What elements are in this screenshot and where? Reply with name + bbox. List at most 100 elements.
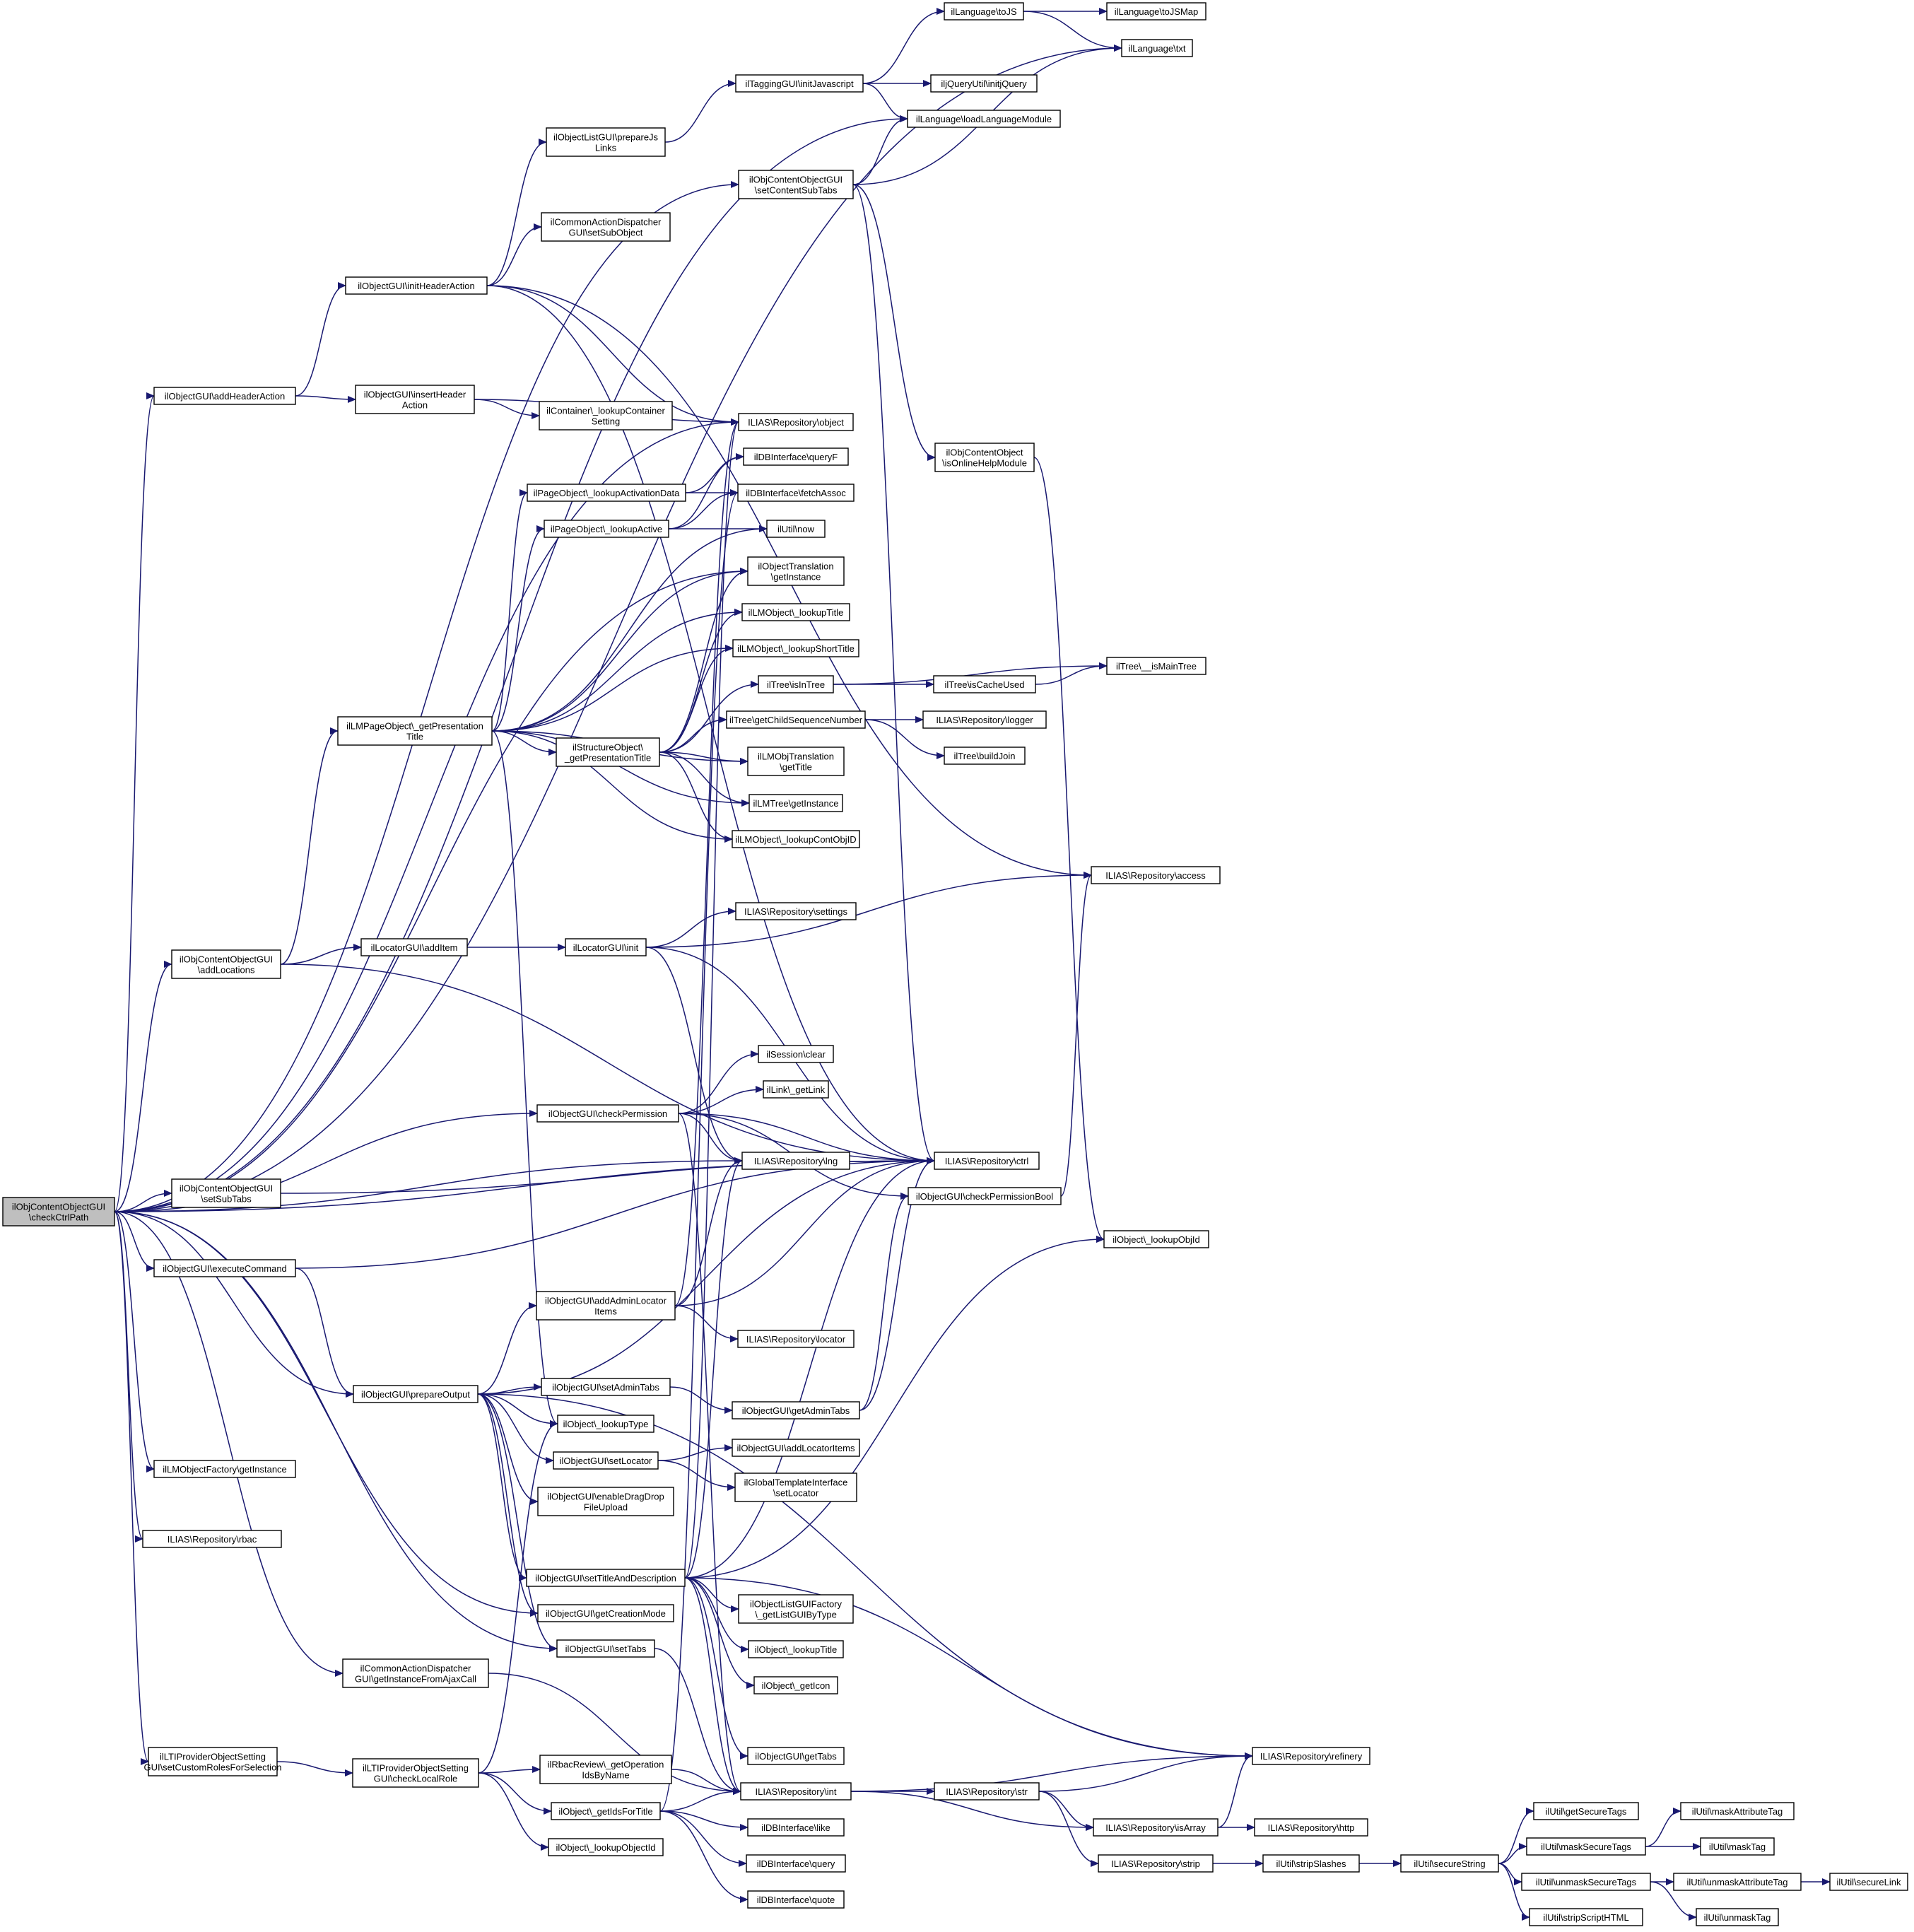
node-lookup-obj-id[interactable]: ilObject\_lookupObjId: [1103, 1230, 1209, 1248]
node-set-content-sub-tabs[interactable]: ilObjContentObjectGUI\setContentSubTabs: [738, 170, 854, 199]
node-repo-rbac[interactable]: ILIAS\Repository\rbac: [142, 1530, 282, 1548]
node-repo-logger[interactable]: ILIAS\Repository\logger: [922, 710, 1047, 729]
node-load-language-module[interactable]: ilLanguage\loadLanguageModule: [907, 110, 1061, 128]
node-lookup-type[interactable]: ilObject\_lookupType: [557, 1415, 654, 1433]
node-get-presentation-title[interactable]: ilLMPageObject\_getPresentationTitle: [337, 716, 493, 746]
node-repo-ctrl[interactable]: ILIAS\Repository\ctrl: [934, 1152, 1040, 1170]
node-add-locator-items[interactable]: ilObjectGUI\addLocatorItems: [732, 1439, 860, 1457]
node-tree-is-cache-used[interactable]: ilTree\isCacheUsed: [933, 675, 1036, 693]
node-struct-get-pres-title[interactable]: ilStructureObject\_getPresentationTitle: [556, 737, 660, 767]
node-lm-factory-get-instance[interactable]: ilLMObjectFactory\getInstance: [153, 1460, 296, 1478]
node-global-set-locator[interactable]: ilGlobalTemplateInterface\setLocator: [734, 1473, 857, 1502]
node-txt[interactable]: ilLanguage\txt: [1121, 39, 1193, 57]
node-secure-link[interactable]: ilUtil\secureLink: [1829, 1873, 1908, 1891]
node-repo-locator[interactable]: ILIAS\Repository\locator: [737, 1330, 855, 1348]
node-obj-get-icon[interactable]: ilObject\_getIcon: [753, 1676, 838, 1694]
node-set-sub-tabs[interactable]: ilObjContentObjectGUI\setSubTabs: [171, 1178, 281, 1208]
node-lookup-activation-data[interactable]: ilPageObject\_lookupActivationData: [527, 484, 686, 502]
node-check-permission-bool[interactable]: ilObjectGUI\checkPermissionBool: [908, 1187, 1062, 1205]
node-label: ilTree\__isMainTree: [1116, 661, 1197, 672]
node-unmask-attribute-tag[interactable]: ilUtil\unmaskAttributeTag: [1673, 1873, 1802, 1891]
node-get-tabs[interactable]: ilObjectGUI\getTabs: [747, 1747, 845, 1765]
node-get-ids-for-title[interactable]: ilObject\_getIdsForTitle: [551, 1802, 661, 1820]
node-link-get-link[interactable]: ilLink\_getLink: [763, 1080, 829, 1099]
node-lm-lookup-title[interactable]: ilLMObject\_lookupTitle: [741, 603, 850, 621]
node-add-header-action[interactable]: ilObjectGUI\addHeaderAction: [153, 387, 296, 405]
node-repo-int[interactable]: ILIAS\Repository\int: [740, 1782, 852, 1801]
node-strip-slashes[interactable]: ilUtil\stripSlashes: [1262, 1854, 1360, 1873]
node-secure-string[interactable]: ilUtil\secureString: [1400, 1854, 1499, 1873]
node-repo-is-array[interactable]: ILIAS\Repository\isArray: [1093, 1818, 1219, 1837]
node-db-quote[interactable]: ilDBInterface\quote: [747, 1890, 845, 1909]
node-repo-object[interactable]: ILIAS\Repository\object: [738, 413, 854, 431]
node-repo-str[interactable]: ILIAS\Repository\str: [934, 1782, 1040, 1801]
node-add-locations[interactable]: ilObjContentObjectGUI\addLocations: [171, 949, 281, 979]
node-box: [548, 1838, 664, 1856]
node-box: [352, 1758, 479, 1788]
node-mask-tag[interactable]: ilUtil\maskTag: [1700, 1837, 1775, 1856]
node-init-javascript[interactable]: ilTaggingGUI\initJavascript: [735, 74, 864, 93]
node-repo-lng[interactable]: ILIAS\Repository\lng: [741, 1152, 850, 1170]
node-locator-add-item[interactable]: ilLocatorGUI\addItem: [360, 938, 468, 956]
node-tree-is-in-tree[interactable]: ilTree\isInTree: [758, 675, 834, 693]
node-repo-http[interactable]: ILIAS\Repository\http: [1254, 1818, 1368, 1837]
node-to-js[interactable]: ilLanguage\toJS: [944, 2, 1024, 21]
node-lm-obj-trans-get-title[interactable]: ilLMObjTranslation\getTitle: [747, 747, 845, 776]
node-initj-query[interactable]: iljQueryUtil\initjQuery: [930, 74, 1038, 93]
node-db-like[interactable]: ilDBInterface\like: [747, 1818, 845, 1837]
node-fetch-assoc[interactable]: ilDBInterface\fetchAssoc: [737, 484, 855, 502]
node-get-admin-tabs[interactable]: ilObjectGUI\getAdminTabs: [732, 1401, 860, 1419]
node-tree-is-main-tree[interactable]: ilTree\__isMainTree: [1106, 657, 1206, 675]
node-locator-init[interactable]: ilLocatorGUI\init: [565, 938, 647, 956]
node-unmask-secure-tags[interactable]: ilUtil\unmaskSecureTags: [1521, 1873, 1651, 1891]
node-lm-lookup-cont-obj-id[interactable]: ilLMObject\_lookupContObjID: [732, 830, 860, 848]
node-execute-command[interactable]: ilObjectGUI\executeCommand: [153, 1259, 296, 1277]
node-repo-settings[interactable]: ILIAS\Repository\settings: [735, 902, 857, 920]
node-mask-attribute-tag[interactable]: ilUtil\maskAttributeTag: [1680, 1802, 1795, 1820]
node-tree-build-join[interactable]: ilTree\buildJoin: [944, 747, 1026, 765]
node-label: ilLanguage\txt: [1129, 43, 1186, 54]
node-util-now[interactable]: ilUtil\now: [766, 520, 826, 538]
node-lti-check-local-role[interactable]: ilLTIProviderObjectSettingGUI\checkLocal…: [352, 1758, 479, 1788]
node-tree-get-child-seq[interactable]: ilTree\getChildSequenceNumber: [726, 710, 866, 729]
node-is-online-help-module[interactable]: ilObjContentObject\isOnlineHelpModule: [934, 443, 1035, 472]
node-init-header-action[interactable]: ilObjectGUI\initHeaderAction: [345, 276, 488, 295]
node-get-creation-mode[interactable]: ilObjectGUI\getCreationMode: [537, 1604, 674, 1622]
node-check-permission[interactable]: ilObjectGUI\checkPermission: [536, 1104, 679, 1123]
node-box: [556, 737, 660, 767]
node-query-f[interactable]: ilDBInterface\queryF: [743, 447, 849, 466]
node-get-secure-tags[interactable]: ilUtil\getSecureTags: [1533, 1802, 1639, 1820]
node-prepare-output[interactable]: ilObjectGUI\prepareOutput: [353, 1385, 478, 1403]
node-repo-strip[interactable]: ILIAS\Repository\strip: [1098, 1854, 1214, 1873]
node-lm-tree-get-instance[interactable]: ilLMTree\getInstance: [748, 794, 843, 812]
node-lookup-object-id[interactable]: ilObject\_lookupObjectId: [548, 1838, 664, 1856]
node-unmask-tag[interactable]: ilUtil\unmaskTag: [1696, 1908, 1779, 1926]
node-strip-script-html[interactable]: ilUtil\stripScriptHTML: [1529, 1908, 1643, 1926]
node-db-query[interactable]: ilDBInterface\query: [746, 1854, 846, 1873]
node-lti-set-custom-roles[interactable]: ilLTIProviderObjectSettingGUI\setCustomR…: [143, 1747, 282, 1776]
node-set-locator[interactable]: ilObjectGUI\setLocator: [553, 1451, 659, 1470]
node-get-list-guiby-type[interactable]: ilObjectListGUIFactory\_getListGUIByType: [738, 1594, 854, 1624]
node-session-clear[interactable]: ilSession\clear: [758, 1045, 834, 1063]
node-set-title-and-description[interactable]: ilObjectGUI\setTitleAndDescription: [526, 1569, 686, 1587]
node-lm-lookup-short-title[interactable]: ilLMObject\_lookupShortTitle: [732, 639, 859, 657]
node-mask-secure-tags[interactable]: ilUtil\maskSecureTags: [1526, 1837, 1646, 1856]
node-get-instance-from-ajax[interactable]: ilCommonActionDispatcherGUI\getInstanceF…: [342, 1658, 489, 1688]
edge-get-admin-tabs-to-check-permission-bool: [859, 1193, 909, 1411]
node-obj-trans-get-instance[interactable]: ilObjectTranslation\getInstance: [747, 556, 845, 586]
node-lookup-active[interactable]: ilPageObject\_lookupActive: [544, 520, 669, 538]
node-root[interactable]: ilObjContentObjectGUI\checkCtrlPath: [2, 1197, 115, 1226]
node-set-admin-tabs[interactable]: ilObjectGUI\setAdminTabs: [541, 1378, 671, 1396]
node-repo-access[interactable]: ILIAS\Repository\access: [1091, 866, 1221, 884]
node-repo-refinery[interactable]: ILIAS\Repository\refinery: [1252, 1747, 1370, 1765]
node-set-tabs[interactable]: ilObjectGUI\setTabs: [556, 1639, 655, 1658]
node-obj-lookup-title[interactable]: ilObject\_lookupTitle: [748, 1640, 844, 1658]
node-to-jsmap[interactable]: ilLanguage\toJSMap: [1106, 2, 1206, 21]
